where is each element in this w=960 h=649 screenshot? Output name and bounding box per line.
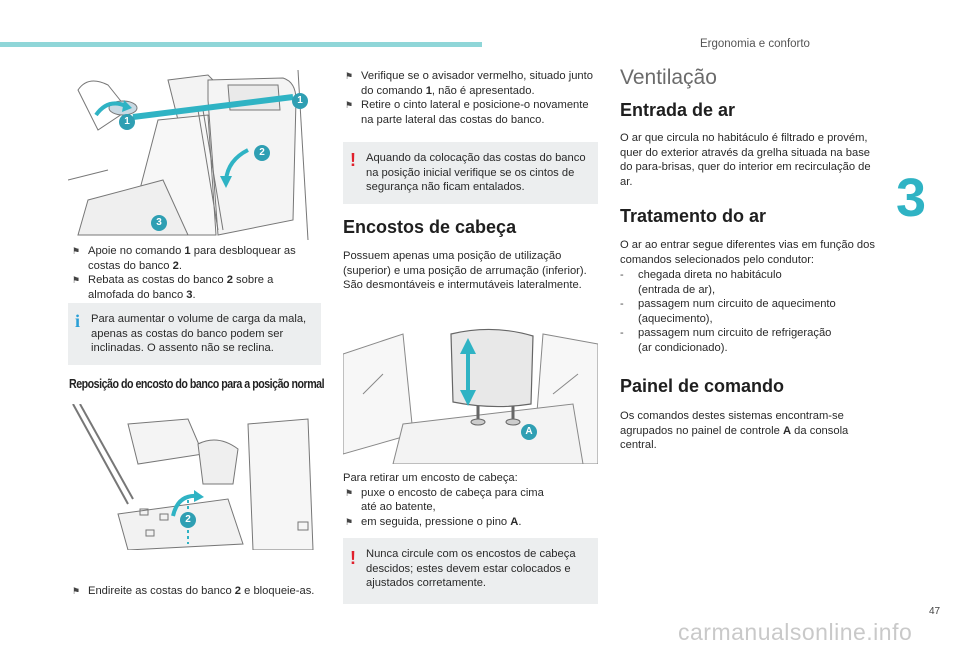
callout-1-top: 1 xyxy=(292,93,308,109)
seatback-reposition-illustration: 2 xyxy=(68,404,317,550)
middle-bullets: ⚑ Verifique se o avisador vermelho, situ… xyxy=(343,69,598,127)
heading-air-intake: Entrada de ar xyxy=(620,100,736,120)
warning-box-belts: ! Aquando da colocação das costas do ban… xyxy=(343,142,598,204)
heading-headrests: Encostos de cabeça xyxy=(343,217,517,237)
bullet-fold: ⚑ Rebata as costas do banco 2 sobre a al… xyxy=(72,274,274,301)
bullet-straighten: ⚑ Endireite as costas do banco 2 e bloqu… xyxy=(72,585,315,597)
chapter-number: 3 xyxy=(896,168,927,228)
headrest-drawing xyxy=(343,328,598,464)
left-bullets: ⚑ Apoie no comando 1 para desbloquear as… xyxy=(70,244,320,302)
flag-icon: ⚑ xyxy=(345,71,354,81)
flag-icon: ⚑ xyxy=(72,246,81,256)
heading-control-panel: Painel de comando xyxy=(620,376,785,396)
remove-headrest-steps: Para retirar um encosto de cabeça: ⚑ pux… xyxy=(343,471,598,529)
rear-seat-illustration: 1 1 2 3 xyxy=(68,70,317,240)
headrest-illustration: A xyxy=(343,314,598,464)
dash-icon: - xyxy=(620,298,624,310)
warning-box-headrests: ! Nunca circule com os encostos de cabeç… xyxy=(343,538,598,604)
remove-intro: Para retirar um encosto de cabeça: xyxy=(343,472,518,484)
info-box-cargo: i Para aumentar o volume de carga da mal… xyxy=(68,303,321,365)
flag-icon: ⚑ xyxy=(345,516,354,527)
seat-fold-drawing xyxy=(68,70,309,240)
dash-icon: - xyxy=(620,327,624,339)
treat-item-heating: - passagem num circuito de aquecimento (… xyxy=(620,298,836,325)
bullet-belt: ⚑ Retire o cinto lateral e posicione-o n… xyxy=(345,99,589,126)
page-number: 47 xyxy=(929,606,941,617)
exclamation-icon: ! xyxy=(350,150,356,170)
treat-item-cooling: - passagem num circuito de refrigeração … xyxy=(620,327,832,354)
warning-text-headrests: Nunca circule com os encostos de cabeça … xyxy=(366,548,576,589)
info-icon: i xyxy=(75,311,81,331)
callout-1-left: 1 xyxy=(119,114,135,130)
subheading-seat-reposition: Reposição do encosto do banco para a pos… xyxy=(69,376,325,391)
step-press-pin: ⚑ em seguida, pressione o pino A. xyxy=(345,515,522,528)
section-title: Ergonomia e conforto xyxy=(700,38,810,50)
dash-icon: - xyxy=(620,269,624,281)
heading-air-treatment: Tratamento do ar xyxy=(620,206,767,226)
callout-2-fig2: 2 xyxy=(180,512,196,528)
flag-icon: ⚑ xyxy=(72,586,81,596)
flag-icon: ⚑ xyxy=(72,275,81,285)
flag-icon: ⚑ xyxy=(345,100,354,110)
air-treatment-text: O ar ao entrar segue diferentes vias em … xyxy=(620,239,875,266)
seat-upright-drawing xyxy=(72,404,314,550)
top-accent-bar xyxy=(0,42,482,47)
warning-text-belts: Aquando da colocação das costas do banco… xyxy=(366,152,586,193)
control-panel-text: Os comandos destes sistemas encontram-se… xyxy=(620,410,849,451)
exclamation-icon: ! xyxy=(350,548,356,568)
treat-item-direct: - chegada direta no habitáculo (entrada … xyxy=(620,269,782,296)
flag-icon: ⚑ xyxy=(345,487,354,498)
bullet-check-warning: ⚑ Verifique se o avisador vermelho, situ… xyxy=(345,70,593,97)
page-heading-ventilation: Ventilação xyxy=(620,66,717,89)
air-treatment-list: - chegada direta no habitáculo (entrada … xyxy=(620,268,878,355)
bullet-unlock: ⚑ Apoie no comando 1 para desbloquear as… xyxy=(72,245,296,272)
headrest-description: Possuem apenas uma posição de utilização… xyxy=(343,250,587,291)
left-final-bullet: ⚑ Endireite as costas do banco 2 e bloqu… xyxy=(70,584,330,599)
callout-A: A xyxy=(521,424,537,440)
callout-2: 2 xyxy=(254,145,270,161)
air-intake-text: O ar que circula no habitáculo é filtrad… xyxy=(620,132,871,188)
callout-3: 3 xyxy=(151,215,167,231)
watermark: carmanualsonline.info xyxy=(678,619,913,645)
info-text: Para aumentar o volume de carga da mala,… xyxy=(91,313,307,354)
step-pull-up: ⚑ puxe o encosto de cabeça para cima até… xyxy=(345,486,544,514)
